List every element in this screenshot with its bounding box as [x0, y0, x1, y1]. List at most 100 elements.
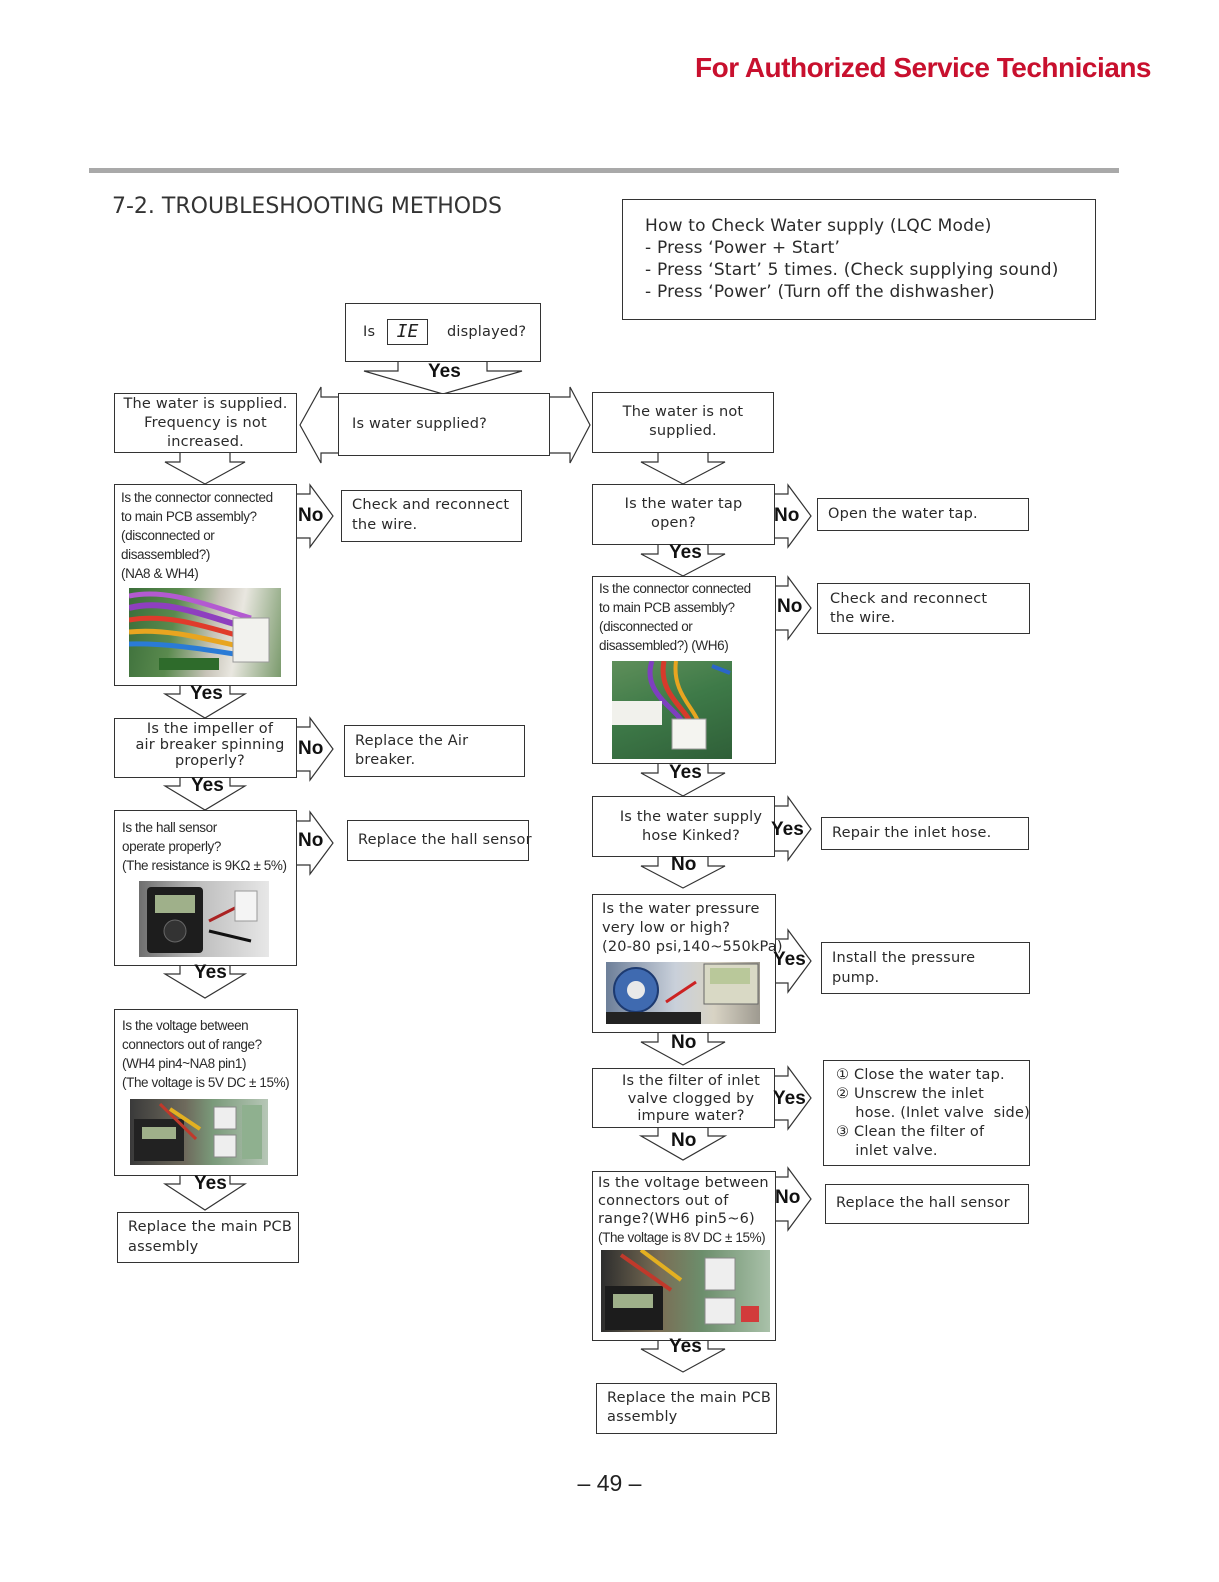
action-line: the wire. — [352, 517, 418, 533]
result-line: The water is supplied. — [123, 396, 288, 412]
question-line: (20-80 psi,140~550kPa) — [602, 939, 783, 955]
multimeter-photo — [139, 881, 269, 957]
question-line: Is the impeller of — [146, 721, 274, 737]
action-line: the wire. — [830, 610, 896, 626]
down-arrow — [640, 1033, 726, 1066]
question-line: to main PCB assembly? — [121, 509, 257, 524]
question-line: open? — [651, 515, 696, 531]
left-q2-impeller-box: Is the impeller of air breaker spinning … — [114, 718, 297, 778]
question-line: Is the connector connected — [599, 581, 751, 596]
action-line: Check and reconnect — [830, 591, 988, 607]
info-line: - Press ‘Start’ 5 times. (Check supplyin… — [645, 260, 1059, 280]
question-line: Is the voltage between — [122, 1018, 249, 1033]
wh6-connector-photo — [612, 661, 732, 759]
displayed-label: displayed? — [447, 324, 527, 340]
wh6-probe-icon — [605, 1250, 759, 1330]
lqc-mode-info-box: How to Check Water supply (LQC Mode) - P… — [622, 199, 1096, 320]
down-arrow — [640, 453, 726, 485]
page-number: – 49 – — [577, 1470, 642, 1496]
result-line: supplied. — [649, 423, 717, 439]
no-label: No — [774, 505, 800, 526]
right-arrow — [775, 1065, 812, 1131]
question-line: air breaker spinning — [135, 737, 285, 753]
left-final-replace-pcb-box: Replace the main PCB assembly — [117, 1212, 299, 1263]
yes-label: Yes — [669, 1336, 702, 1357]
down-arrow — [162, 1176, 248, 1211]
question-line: Is the filter of inlet — [621, 1073, 761, 1089]
no-label: No — [298, 830, 324, 851]
action-line: breaker. — [355, 752, 416, 768]
wh6-voltage-photo — [601, 1250, 770, 1332]
right-arrow — [775, 483, 812, 549]
right-q5-filter-box: Is the filter of inlet valve clogged by … — [592, 1068, 775, 1128]
water-not-supplied-result-box: The water is not supplied. — [592, 392, 774, 453]
wire-bundle-icon — [129, 591, 270, 670]
lcd-display-icon: IE — [387, 319, 428, 345]
yes-label: Yes — [428, 361, 461, 382]
result-line: increased. — [167, 434, 244, 450]
action-line: Replace the Air — [355, 733, 469, 749]
left-a1-action-box: Check and reconnect the wire. — [341, 490, 522, 542]
yes-label: Yes — [773, 949, 806, 970]
question-text: Is water supplied? — [352, 416, 487, 432]
final-line: assembly — [607, 1409, 678, 1425]
no-label: No — [671, 1130, 697, 1151]
down-arrow — [164, 453, 246, 485]
question-line: (disconnected or — [599, 619, 693, 634]
yes-label: Yes — [194, 1173, 227, 1194]
no-label: No — [777, 596, 803, 617]
question-line: Is the voltage between — [598, 1175, 769, 1191]
info-line: How to Check Water supply (LQC Mode) — [645, 216, 992, 236]
multimeter-icon — [147, 887, 258, 953]
question-line: properly? — [175, 753, 245, 769]
right-final-replace-pcb-box: Replace the main PCB assembly — [596, 1383, 777, 1434]
info-line: - Press ‘Power + Start’ — [645, 238, 841, 258]
yes-label: Yes — [669, 542, 702, 563]
right-arrow — [297, 810, 334, 876]
result-line: The water is not — [622, 404, 744, 420]
question-line: (disconnected or — [121, 528, 215, 543]
question-line: hose Kinked? — [642, 828, 740, 844]
yes-label: Yes — [773, 1088, 806, 1109]
action-line: ① Close the water tap. — [836, 1067, 1005, 1083]
down-arrow — [638, 1128, 728, 1161]
action-line: inlet valve. — [836, 1143, 938, 1159]
no-label: No — [671, 854, 697, 875]
action-text: Replace the hall sensor — [358, 832, 532, 848]
left-a3-action-box: Replace the hall sensor — [347, 820, 532, 861]
final-line: assembly — [128, 1239, 199, 1255]
final-line: Replace the main PCB — [607, 1390, 772, 1406]
question-line: disassembled?) (WH6) — [599, 638, 729, 653]
action-line: ③ Clean the filter of — [836, 1124, 985, 1140]
question-line: very low or high? — [602, 920, 731, 936]
right-q4-pressure-box: Is the water pressure very low or high? … — [592, 894, 783, 1033]
question-line: (NA8 & WH4) — [121, 566, 199, 581]
no-label: No — [298, 738, 324, 759]
result-line: Frequency is not — [144, 415, 267, 431]
question-line: Is the water pressure — [602, 901, 760, 917]
yes-label: Yes — [771, 819, 804, 840]
display-code: IE — [396, 321, 419, 342]
section-title: 7-2. TROUBLESHOOTING METHODS — [112, 194, 502, 219]
right-arrow — [297, 716, 334, 782]
info-line: - Press ‘Power’ (Turn off the dishwasher… — [645, 282, 995, 302]
question-line: Is the water supply — [619, 809, 763, 825]
no-label: No — [298, 505, 324, 526]
no-label: No — [775, 1187, 801, 1208]
final-line: Replace the main PCB — [128, 1219, 293, 1235]
question-line: Is the connector connected — [121, 490, 273, 505]
right-a1-action-box: Open the water tap. — [817, 498, 1029, 531]
down-arrow — [640, 857, 726, 889]
right-arrow — [775, 1166, 812, 1232]
action-line: ② Unscrew the inlet — [836, 1086, 985, 1102]
left-a2-action-box: Replace the Air breaker. — [344, 725, 525, 777]
question-line: connectors out of — [598, 1193, 729, 1209]
left-q4-voltage-box: Is the voltage between connectors out of… — [114, 1009, 298, 1176]
pressure-gauge-icon — [606, 963, 759, 1024]
question-line: (WH4 pin4~NA8 pin1) — [122, 1056, 247, 1071]
wh6-wires-icon — [612, 661, 731, 750]
right-a2-action-box: Check and reconnect the wire. — [817, 583, 1030, 634]
water-supplied-result-box: The water is supplied. Frequency is not … — [114, 393, 297, 453]
question-line: connectors out of range? — [122, 1037, 262, 1052]
